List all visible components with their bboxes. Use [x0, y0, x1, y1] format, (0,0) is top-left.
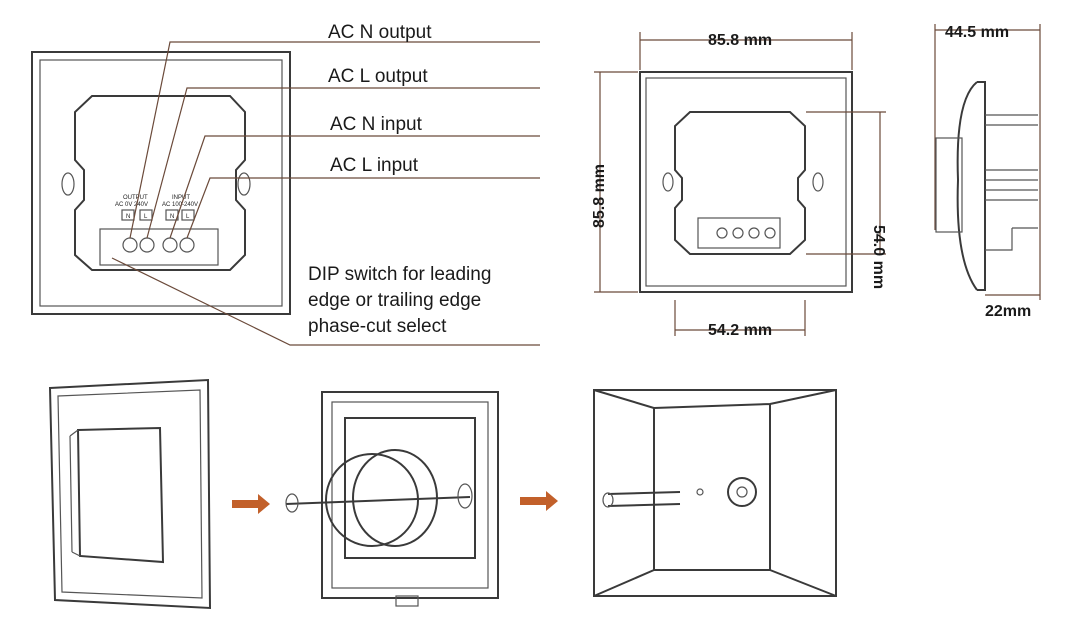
- label-ac-l-input: AC L input: [330, 155, 419, 176]
- dim-front-height: 85.8 mm: [591, 164, 608, 228]
- assembly-step-wall-box: [593, 389, 837, 597]
- assembly-step-switch: [48, 378, 212, 610]
- dim-box-height: 54.0 mm: [870, 225, 887, 289]
- dim-front-width: 85.8 mm: [708, 32, 772, 49]
- dimension-view: 85.8 mm 85.8 mm 54.0 mm 54.2 mm: [591, 32, 887, 339]
- dip-label-line2: edge or trailing edge: [308, 290, 481, 311]
- terminal-label: N: [126, 214, 130, 220]
- input-title: INPUT: [172, 195, 190, 201]
- arrow-icon: [232, 494, 270, 514]
- label-ac-n-output: AC N output: [328, 22, 432, 43]
- input-rating: AC 100-240V: [162, 202, 198, 208]
- assembly-step-module: [285, 391, 499, 607]
- dip-label-line1: DIP switch for leading: [308, 264, 491, 285]
- dim-side-depth: 44.5 mm: [945, 24, 1009, 41]
- dip-label-line3: phase-cut select: [308, 316, 447, 337]
- dim-side-inset: 22mm: [985, 303, 1031, 320]
- output-rating: AC 0V 240V: [115, 202, 148, 208]
- label-ac-n-input: AC N input: [330, 114, 423, 135]
- label-ac-l-output: AC L output: [328, 66, 428, 87]
- terminal-label: N: [170, 214, 174, 220]
- terminal-label: L: [186, 214, 190, 220]
- arrow-icon: [520, 491, 558, 511]
- side-view: 44.5 mm 22mm: [934, 24, 1041, 320]
- output-title: OUTPUT: [123, 195, 148, 201]
- back-view: OUTPUT AC 0V 240V INPUT AC 100-240V N L …: [31, 22, 540, 346]
- dim-box-width: 54.2 mm: [708, 322, 772, 339]
- terminal-label: L: [144, 214, 148, 220]
